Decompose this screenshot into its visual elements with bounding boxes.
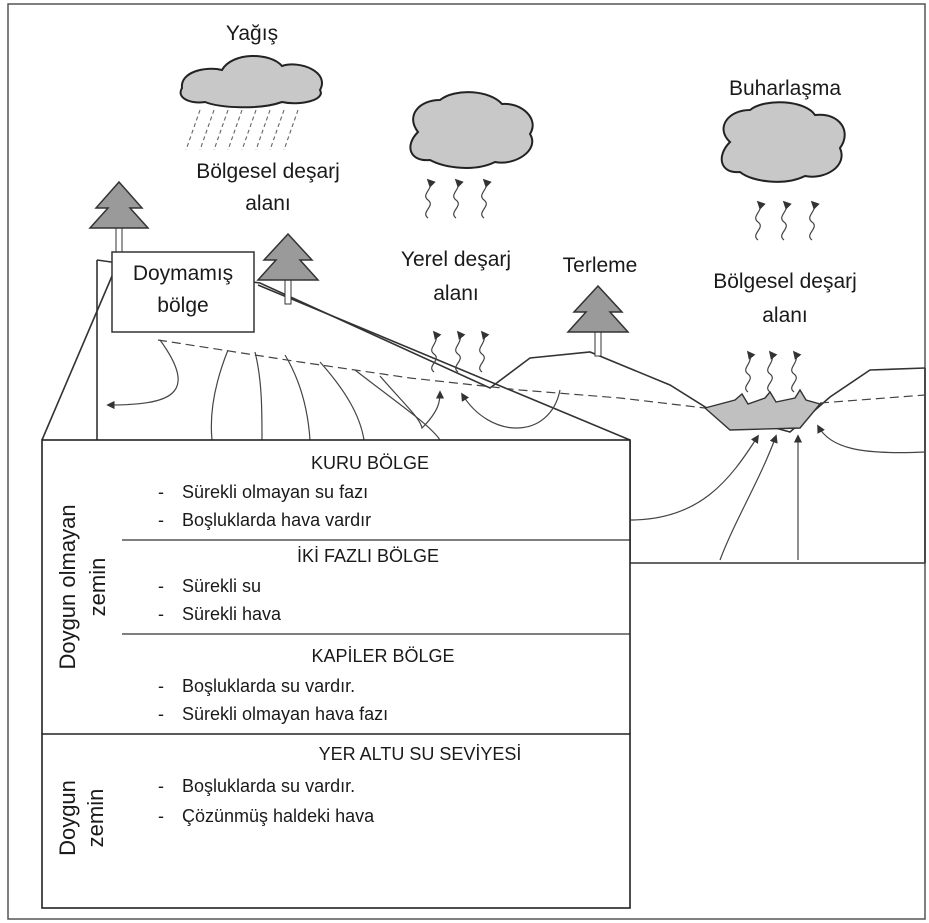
side-label-unsaturated-soil-1: Doygun olmayan [55,504,80,669]
zone-item: Çözünmüş haldeki hava [182,806,375,826]
zone-item: Boşluklarda su vardır. [182,676,355,696]
ground-surface [96,259,926,433]
zone-bullet: - [158,776,164,796]
side-label-saturated-soil-2: zemin [83,789,108,848]
zone-item: Sürekli hava [182,604,282,624]
label-evaporation: Buharlaşma [729,77,841,100]
zone-bullet: - [158,676,164,696]
tree-icon-middle [256,232,320,305]
side-label-saturated-soil-1: Doygun [55,780,80,856]
label-regional-discharge-right-1: Bölgesel deşarj [713,270,857,293]
zone-item: Sürekli olmayan su fazı [182,482,368,502]
zone-bullet: - [158,482,164,502]
zone-title-groundwater-level: YER ALTU SU SEVİYESİ [319,744,522,764]
water-table-line [157,339,706,409]
inset-perspective-left [41,261,119,441]
unsaturated-zone-callout [111,251,255,333]
discharge-lake [703,388,822,431]
flow-lines [106,339,926,561]
soil-profile-inset: Doygun olmayan zemin Doygun zemin KURU B… [41,439,631,909]
cloud-local-icon [409,91,534,169]
label-regional-discharge-left-2: alanı [245,192,291,215]
label-precipitation: Yağış [226,22,278,45]
label-local-discharge-2: alanı [433,282,479,305]
zone-bullet: - [158,576,164,596]
zone-title-dry: KURU BÖLGE [311,453,429,473]
inset-perspective-right [257,284,631,441]
side-label-unsaturated-soil-2: zemin [85,558,110,617]
zone-title-two-phase: İKİ FAZLI BÖLGE [297,546,439,566]
zone-bullet: - [158,604,164,624]
zone-item: Boşluklarda hava vardır [182,510,371,530]
zone-item: Boşluklarda su vardır. [182,776,355,796]
label-local-discharge-1: Yerel deşarj [401,248,511,271]
zone-bullet: - [158,806,164,826]
landscape [41,259,926,564]
zone-bullet: - [158,704,164,724]
zone-item: Sürekli olmayan hava fazı [182,704,388,724]
label-unsaturated-zone-1: Doymamış [133,262,233,285]
label-unsaturated-zone-2: bölge [157,294,208,317]
zone-title-capillary: KAPİLER BÖLGE [311,646,454,666]
rain-cloud-icon [179,54,323,109]
label-regional-discharge-left-1: Bölgesel deşarj [196,160,340,183]
zone-bullet: - [158,510,164,530]
rain-drops-icon [185,109,299,151]
zone-item: Sürekli su [182,576,261,596]
cloud-evaporation-icon [720,101,846,183]
tree-icon-left [88,180,150,263]
vapor-squiggles [425,178,820,393]
label-regional-discharge-right-2: alanı [762,304,808,327]
side-label-saturated-soil: Doygun zemin [55,780,108,856]
side-label-unsaturated-soil: Doygun olmayan zemin [55,504,110,669]
tree-icon-right [566,284,630,357]
label-transpiration: Terleme [563,254,638,277]
